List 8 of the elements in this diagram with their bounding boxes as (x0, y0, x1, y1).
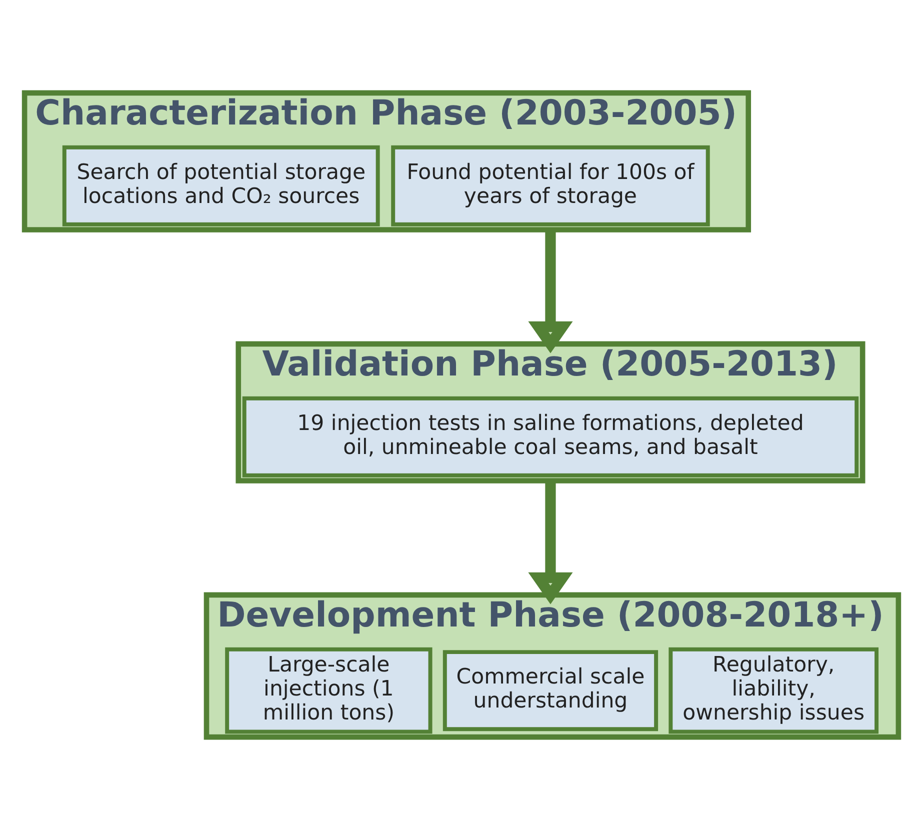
arrow (528, 229, 573, 353)
node-box: Search of potential storage locations and CO₂ sources (62, 144, 380, 226)
node-box: Large-scale injections (1 million tons) (225, 646, 432, 734)
node-box: Found potential for 100s of years of storage (391, 144, 710, 226)
node-box: Regulatory, liability, ownership issues (668, 646, 879, 734)
node-box: Commercial scale understanding (442, 650, 658, 731)
node-box: 19 injection tests in saline formations, depleted oil, unmineable coal seams, and basalt (242, 396, 859, 477)
arrow (528, 480, 573, 604)
